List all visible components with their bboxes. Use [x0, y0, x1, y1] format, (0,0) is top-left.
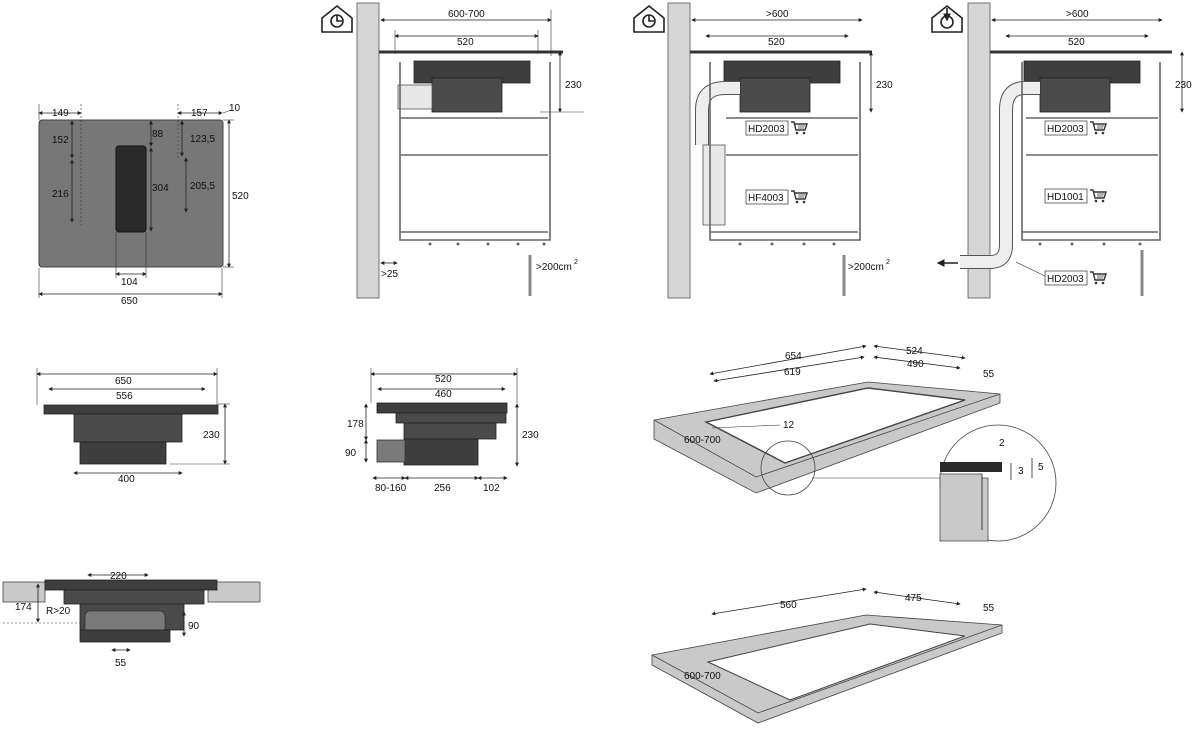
cart-icon[interactable]: [1089, 189, 1107, 203]
dim-600-700: 600-700: [448, 9, 485, 20]
dim-600-700-standard: 600-700: [684, 671, 721, 682]
house-wall-outlet-icon: [321, 4, 353, 33]
dim-200cm2-exp-p1: 2: [574, 259, 578, 266]
dim-490: 490: [907, 359, 924, 370]
cart-icon[interactable]: [790, 121, 808, 135]
dim-520: 520: [232, 191, 249, 202]
dim-230-side: 230: [522, 430, 539, 441]
dim-10: 10: [229, 103, 241, 114]
dim-556: 556: [116, 391, 133, 402]
dim-55-standard: 55: [983, 603, 995, 614]
part-hd2003-p3b: HD2003: [1047, 274, 1084, 285]
dim-475: 475: [905, 593, 922, 604]
dim-90-side: 90: [345, 448, 357, 459]
dim-123-5: 123,5: [190, 134, 215, 145]
cart-icon[interactable]: [1089, 121, 1107, 135]
dim-230-p1: 230: [565, 80, 582, 91]
dim-104: 104: [121, 277, 138, 288]
dim-520-p3: 520: [1068, 37, 1085, 48]
dim-256: 256: [434, 483, 451, 494]
dim-304: 304: [152, 183, 169, 194]
dim-650-front: 650: [115, 376, 132, 387]
install-panel-outlet: 600-700 520 230 >25 >200cm 2: [321, 2, 584, 299]
install-panel-recirculation: >600 520 230 >200cm 2 HD2003 HF4003: [633, 2, 893, 299]
wall: [356, 2, 380, 299]
dim-r-gt20: R>20: [46, 606, 71, 617]
dim-524: 524: [906, 346, 923, 357]
dim-200cm2-p1: >200cm: [536, 262, 572, 273]
dim-80-160: 80-160: [375, 483, 407, 494]
dim-149: 149: [52, 108, 69, 119]
dim-216: 216: [52, 189, 69, 200]
part-hf4003: HF4003: [748, 193, 784, 204]
dim-220: 220: [110, 571, 127, 582]
dim-520-p2: 520: [768, 37, 785, 48]
house-ducted-icon: [931, 4, 963, 33]
dim-88: 88: [152, 129, 164, 140]
dim-gt25: >25: [381, 269, 398, 280]
side-view: 520 460 178 90 230 80-160 256 102: [345, 368, 539, 494]
cutout-standard-view: 560 475 55 600-700: [651, 587, 1003, 724]
dim-178: 178: [347, 419, 364, 430]
dim-520-p1: 520: [457, 37, 474, 48]
countertop-section: 220 174 R>20 90 55: [2, 571, 261, 669]
dim-200cm2-exp-p2: 2: [886, 259, 890, 266]
cart-icon[interactable]: [790, 190, 808, 204]
dim-600-700-flush: 600-700: [684, 435, 721, 446]
dim-230-front: 230: [203, 430, 220, 441]
front-view: 650 556 230 400: [36, 368, 230, 485]
house-recirculation-icon: [633, 4, 665, 33]
dim-12: 12: [783, 420, 795, 431]
dim-654: 654: [785, 351, 802, 362]
detail-dim-2: 2: [999, 438, 1005, 449]
dim-560: 560: [780, 600, 797, 611]
top-view: 149 157 10 152 88 123,5 216 304 205,5 52…: [38, 103, 249, 307]
dim-230-p2: 230: [876, 80, 893, 91]
dim-102: 102: [483, 483, 500, 494]
dim-460: 460: [435, 389, 452, 400]
part-hd2003-p3a: HD2003: [1047, 124, 1084, 135]
install-panel-ducted: >600 520 230 HD2003 HD1001 HD2003: [931, 2, 1192, 299]
dim-55-counter: 55: [115, 658, 127, 669]
dim-400: 400: [118, 474, 135, 485]
hob-vent-slot: [115, 145, 147, 233]
dim-90-counter: 90: [188, 621, 200, 632]
dim-gt600-p2: >600: [766, 9, 789, 20]
cutout-flush-view: 654 524 619 490 55 12 600-700 2 3 5: [653, 344, 1057, 542]
dim-200cm2-p2: >200cm: [848, 262, 884, 273]
dim-520-side: 520: [435, 374, 452, 385]
part-hd2003-p2: HD2003: [748, 124, 785, 135]
dim-gt600-p3: >600: [1066, 9, 1089, 20]
cart-icon[interactable]: [1089, 271, 1107, 285]
dim-619: 619: [784, 367, 801, 378]
dim-205-5: 205,5: [190, 181, 215, 192]
part-hd1001: HD1001: [1047, 192, 1084, 203]
dim-174: 174: [15, 602, 32, 613]
detail-dim-3: 3: [1018, 466, 1024, 477]
dim-152: 152: [52, 135, 69, 146]
detail-dim-5: 5: [1038, 462, 1044, 473]
dim-157: 157: [191, 108, 208, 119]
dim-650: 650: [121, 296, 138, 307]
dim-55-flush: 55: [983, 369, 995, 380]
dim-230-p3: 230: [1175, 80, 1192, 91]
